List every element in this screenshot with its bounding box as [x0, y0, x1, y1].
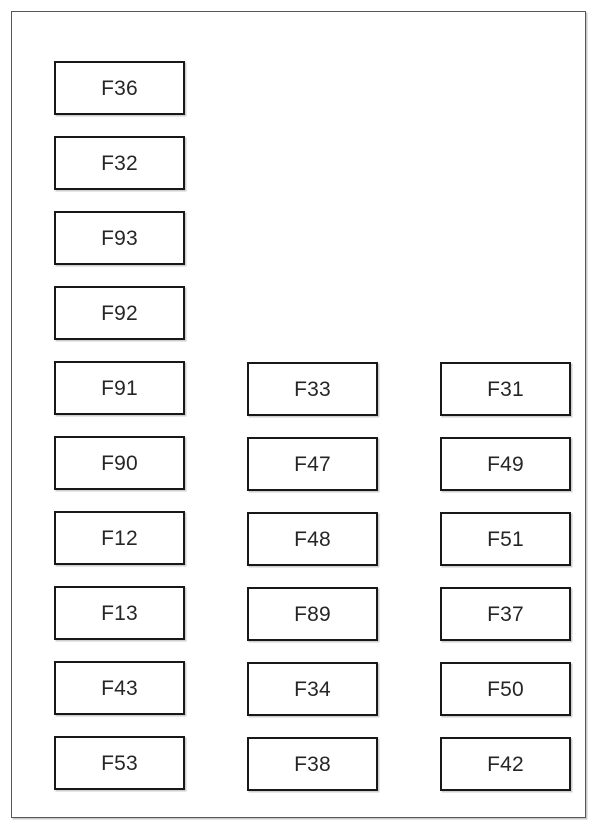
fuse-panel-frame: F36 F32 F93 F92 F91 F90 F12 F13	[11, 11, 586, 818]
fuse-slot-f12[interactable]: F12	[54, 511, 185, 565]
fuse-slot-label: F51	[487, 527, 524, 551]
fuse-slot-f90[interactable]: F90	[54, 436, 185, 490]
fuse-slot-f48[interactable]: F48	[247, 512, 378, 566]
fuse-slot-f36[interactable]: F36	[54, 61, 185, 115]
fuse-slot-label: F47	[294, 452, 331, 476]
fuse-slot-label: F48	[294, 527, 331, 551]
fuse-slot-f89[interactable]: F89	[247, 587, 378, 641]
fuse-slot-label: F36	[101, 76, 138, 100]
fuse-slot-f34[interactable]: F34	[247, 662, 378, 716]
fuse-slot-f92[interactable]: F92	[54, 286, 185, 340]
fuse-column-left: F36 F32 F93 F92 F91 F90 F12 F13	[54, 61, 185, 790]
fuse-slot-f93[interactable]: F93	[54, 211, 185, 265]
fuse-column-right: F31 F49 F51 F37 F50 F42	[440, 362, 571, 791]
fuse-slot-f50[interactable]: F50	[440, 662, 571, 716]
fuse-slot-label: F13	[101, 601, 138, 625]
fuse-slot-label: F89	[294, 602, 331, 626]
fuse-slot-label: F49	[487, 452, 524, 476]
fuse-slot-label: F50	[487, 677, 524, 701]
fuse-slot-label: F37	[487, 602, 524, 626]
fuse-slot-f43[interactable]: F43	[54, 661, 185, 715]
fuse-slot-label: F32	[101, 151, 138, 175]
fuse-slot-f47[interactable]: F47	[247, 437, 378, 491]
fuse-slot-f49[interactable]: F49	[440, 437, 571, 491]
fuse-slot-f31[interactable]: F31	[440, 362, 571, 416]
fuse-slot-f51[interactable]: F51	[440, 512, 571, 566]
fuse-slot-label: F93	[101, 226, 138, 250]
fuse-slot-label: F33	[294, 377, 331, 401]
fuse-slot-f37[interactable]: F37	[440, 587, 571, 641]
fuse-slot-label: F91	[101, 376, 138, 400]
fuse-slot-f33[interactable]: F33	[247, 362, 378, 416]
fuse-slot-f13[interactable]: F13	[54, 586, 185, 640]
fuse-slot-f53[interactable]: F53	[54, 736, 185, 790]
fuse-slot-label: F38	[294, 752, 331, 776]
fuse-slot-label: F43	[101, 676, 138, 700]
fuse-slot-label: F42	[487, 752, 524, 776]
fuse-slot-label: F34	[294, 677, 331, 701]
fuse-slot-label: F12	[101, 526, 138, 550]
fuse-column-middle: F33 F47 F48 F89 F34 F38	[247, 362, 378, 791]
fuse-slot-f42[interactable]: F42	[440, 737, 571, 791]
fuse-slot-label: F92	[101, 301, 138, 325]
fuse-slot-f91[interactable]: F91	[54, 361, 185, 415]
fuse-slot-label: F31	[487, 377, 524, 401]
fuse-slot-label: F53	[101, 751, 138, 775]
fuse-slot-label: F90	[101, 451, 138, 475]
fuse-slot-f38[interactable]: F38	[247, 737, 378, 791]
fuse-slot-f32[interactable]: F32	[54, 136, 185, 190]
